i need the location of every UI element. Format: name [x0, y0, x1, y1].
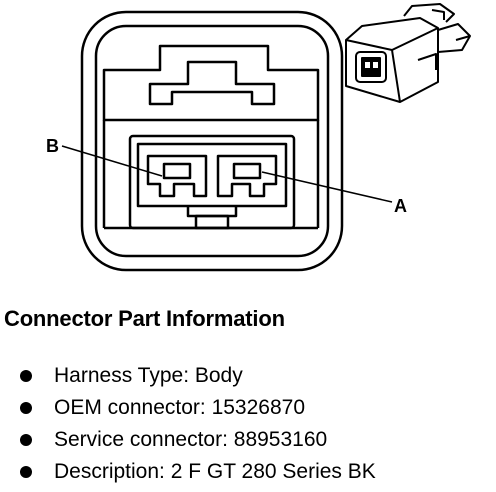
oem-connector-value: 15326870: [211, 396, 306, 419]
description-key: Description: [54, 460, 160, 483]
harness-type-value: Body: [194, 364, 243, 387]
leader-line-a: [261, 171, 393, 203]
harness-type-key: Harness Type: [54, 364, 184, 387]
bullet-icon: [20, 466, 32, 478]
list-item: Harness Type: Body: [20, 360, 376, 392]
list-item: OEM connector: 15326870: [20, 392, 376, 424]
pin-label-b: B: [46, 136, 59, 156]
service-connector-key: Service connector: [54, 428, 223, 451]
bullet-icon: [20, 434, 32, 446]
latch-tab: [148, 60, 276, 106]
pin-label-a: A: [394, 196, 407, 216]
connector-3d-thumbnail: [345, 3, 471, 103]
list-item: Description: 2 F GT 280 Series BK: [20, 456, 376, 488]
connector-info-title: Connector Part Information: [4, 306, 285, 331]
connector-housing-outer: [80, 10, 344, 272]
bullet-icon: [20, 370, 32, 382]
cavity-window: [128, 134, 296, 230]
latch-frame: [102, 44, 320, 122]
connector-face-diagram: B A: [46, 3, 471, 272]
connector-housing-inner: [94, 24, 330, 258]
leader-line-b: [61, 145, 163, 177]
terminal-cavity-a: [216, 154, 278, 198]
service-connector-value: 88953160: [233, 428, 328, 451]
terminal-cavity-b: [146, 154, 208, 198]
polarizing-key: [186, 206, 238, 218]
bullet-icon: [20, 402, 32, 414]
oem-connector-key: OEM connector: [54, 396, 200, 419]
description-value: 2 F GT 280 Series BK: [170, 460, 376, 483]
connector-info-list: Harness Type: Body OEM connector: 153268…: [20, 360, 376, 488]
list-item: Service connector: 88953160: [20, 424, 376, 456]
cavity-window-inner: [136, 142, 288, 208]
